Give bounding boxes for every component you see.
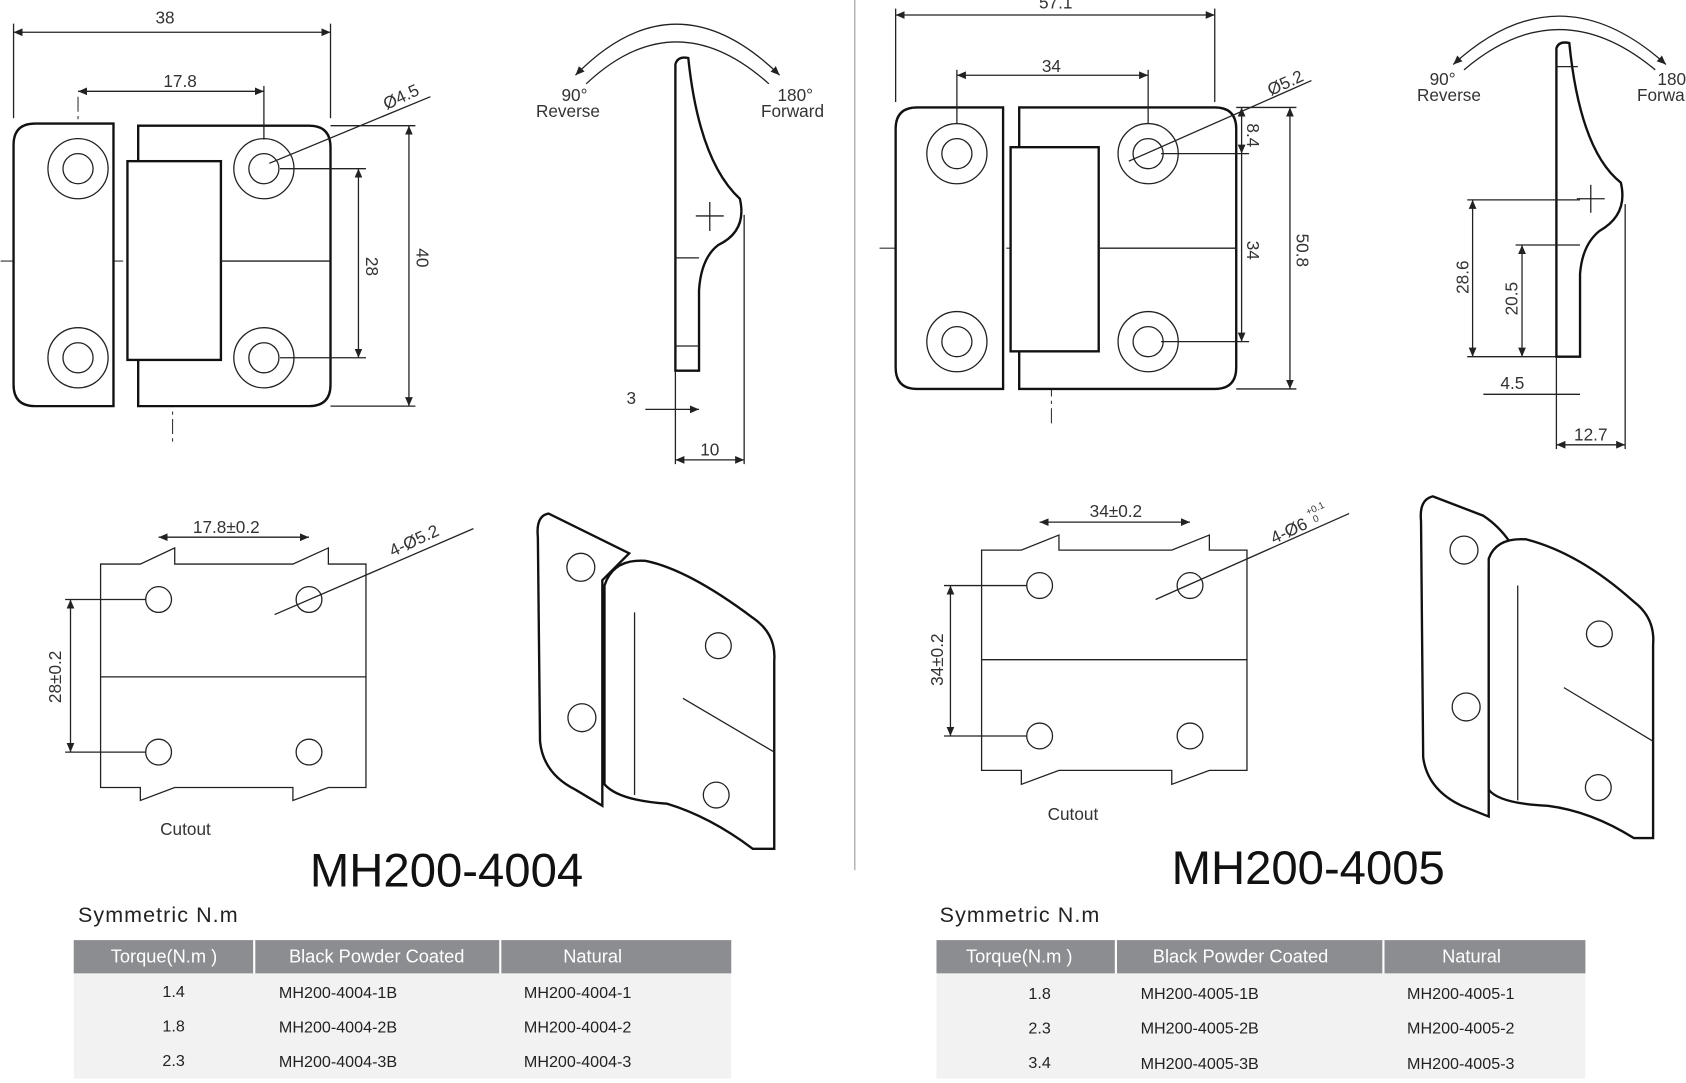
label: 2.3 <box>162 1052 184 1070</box>
label: MH200-4004-2 <box>524 1019 631 1037</box>
label: Reverse <box>1417 85 1481 105</box>
label: Black Powder Coated <box>1153 946 1329 967</box>
label: Cutout <box>160 819 211 839</box>
label: Cutout <box>1048 804 1099 824</box>
label: MH200-4005-2 <box>1407 1020 1514 1038</box>
model-title-4005: MH200-4005 <box>1172 842 1445 895</box>
front-view-4004: 38 17.8 Ø4.5 28 40 <box>0 8 432 443</box>
label: 3 <box>627 388 637 408</box>
label: Torque(N.m ) <box>111 946 217 967</box>
label: 34±0.2 <box>927 633 947 685</box>
label: 50.8 <box>1292 234 1312 267</box>
label: 20.5 <box>1502 282 1522 315</box>
dim-pitch: 17.8 <box>163 71 196 91</box>
label: MH200-4005-1 <box>1407 985 1514 1003</box>
dim-height: 40 <box>412 248 432 267</box>
label: 57.1 <box>1039 0 1072 13</box>
torque-table-4005: Symmetric N.m Torque(N.m ) Black Powder … <box>936 903 1586 1079</box>
torque-table-4004: Symmetric N.m Torque(N.m ) Black Powder … <box>73 903 732 1079</box>
front-view-4005: 57.1 34 Ø5.2 8.4 34 50.8 <box>879 0 1312 425</box>
table-row: 1.8 MH200-4005-1B MH200-4005-1 <box>1028 985 1514 1003</box>
table-row: 2.3 MH200-4004-3B MH200-4004-3 <box>162 1052 631 1071</box>
label: MH200-4004-1 <box>524 984 631 1002</box>
dim-hole-spacing: 28 <box>362 257 382 276</box>
label: 8.4 <box>1243 123 1263 147</box>
label: Reverse <box>536 101 600 121</box>
hinge-3d-4005 <box>1419 495 1655 840</box>
label: 2.3 <box>1028 1020 1050 1038</box>
label: MH200-4005-3 <box>1407 1055 1514 1073</box>
label: 90° <box>1430 69 1456 89</box>
model-title-4004: MH200-4004 <box>310 844 583 897</box>
label: MH200-4005-1B <box>1141 985 1259 1003</box>
label: 1.8 <box>1028 985 1050 1003</box>
label: Black Powder Coated <box>289 946 465 967</box>
label: Natural <box>563 946 622 967</box>
label: 1.4 <box>162 983 184 1001</box>
side-view-4004: 90° Reverse 180° Forward 3 10 <box>536 23 824 465</box>
table-row: 1.4 MH200-4004-1B MH200-4004-1 <box>162 983 631 1002</box>
label: Ø5.2 <box>1264 66 1306 100</box>
label: 34±0.2 <box>1090 501 1142 521</box>
label: MH200-4004-3 <box>524 1053 631 1071</box>
label: 28.6 <box>1452 260 1472 293</box>
label: 180° <box>777 85 813 105</box>
label: 180° <box>1657 69 1686 89</box>
label: 1.8 <box>162 1017 184 1035</box>
table-row: 3.4 MH200-4005-3B MH200-4005-3 <box>1028 1054 1514 1073</box>
cutout-4005: 34±0.2 34±0.2 4-Ø6 +0.1 0 Cutout <box>927 500 1350 824</box>
label: 17.8±0.2 <box>193 517 260 537</box>
label: MH200-4004-2B <box>279 1019 397 1037</box>
label: 10 <box>700 440 719 460</box>
dim-width: 38 <box>155 8 174 28</box>
label: 12.7 <box>1574 425 1607 445</box>
label: MH200-4004-1B <box>279 984 397 1002</box>
table-row: 2.3 MH200-4005-2B MH200-4005-2 <box>1028 1020 1514 1038</box>
table-caption: Symmetric N.m <box>78 903 239 927</box>
label: 4-Ø6 <box>1267 513 1310 547</box>
label: 90° <box>562 85 588 105</box>
table-row: 1.8 MH200-4004-2B MH200-4004-2 <box>162 1017 631 1036</box>
label: Torque(N.m ) <box>966 946 1072 967</box>
label: 34 <box>1243 241 1263 261</box>
label: 4.5 <box>1500 373 1524 393</box>
cutout-4004: 17.8±0.2 28±0.2 4-Ø5.2 Cutout <box>45 517 474 839</box>
label: MH200-4005-2B <box>1141 1020 1259 1038</box>
hinge-3d-4004 <box>536 512 776 850</box>
label: 34 <box>1042 56 1062 76</box>
label: Natural <box>1442 946 1501 967</box>
label: MH200-4004-3B <box>279 1053 397 1071</box>
label: MH200-4005-3B <box>1141 1055 1259 1073</box>
label: 0 <box>1311 513 1321 525</box>
label: 3.4 <box>1028 1054 1050 1072</box>
label: Forward <box>1637 85 1686 105</box>
table-caption: Symmetric N.m <box>940 903 1101 927</box>
label: Forward <box>761 101 824 121</box>
side-view-4005: 90° Reverse 180° Forward 28.6 20.5 4.5 1… <box>1417 15 1686 450</box>
label: 28±0.2 <box>45 651 65 703</box>
